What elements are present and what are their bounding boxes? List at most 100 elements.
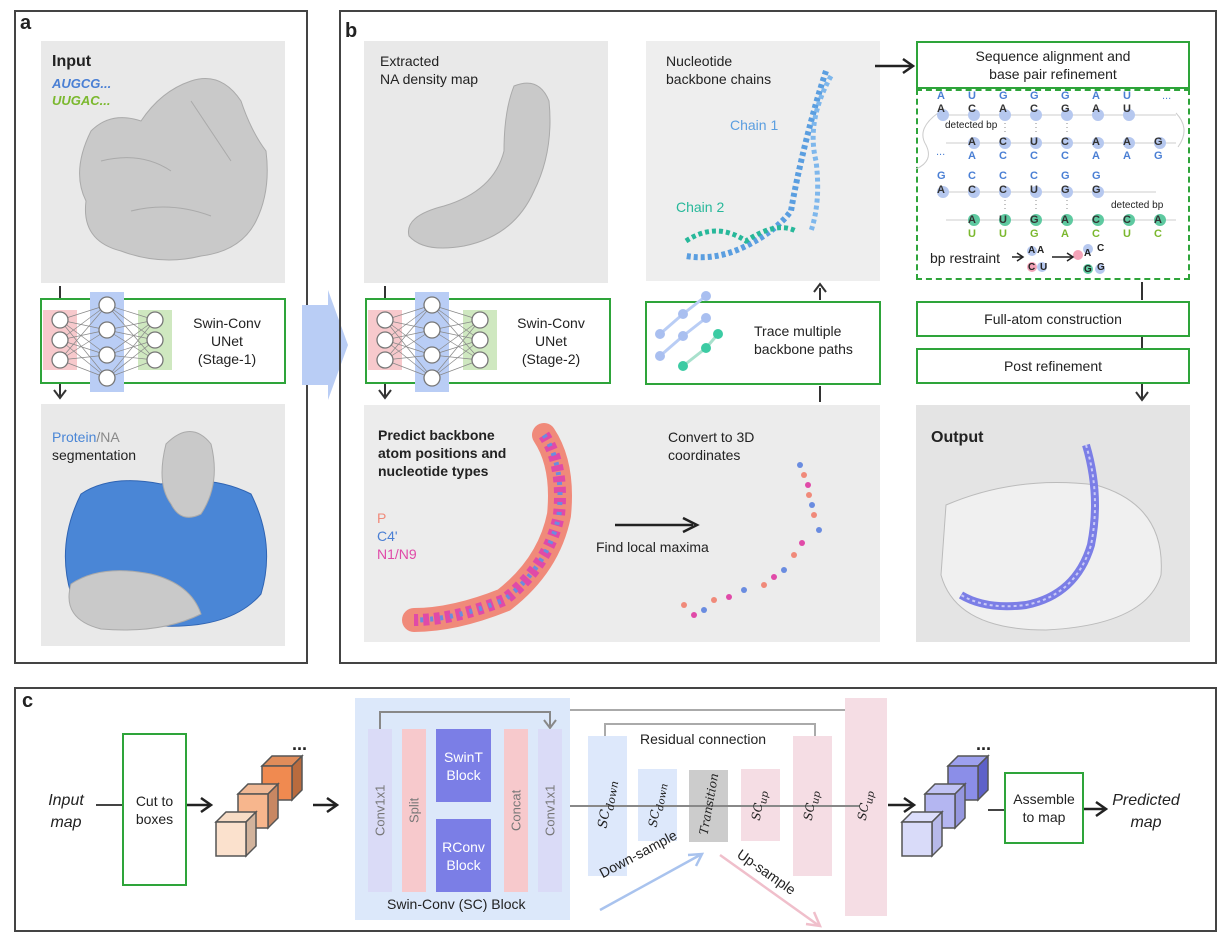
stage2-network-diagram — [368, 292, 497, 392]
stage2-label-line3: (Stage-2) — [521, 351, 581, 367]
stage1-label-line2: UNet — [211, 333, 243, 349]
find-local-arrow — [615, 516, 700, 534]
bp-row1-top-letter: G — [999, 90, 1008, 102]
bp-restraint-letter: C — [1097, 243, 1105, 254]
panel-a-label: a — [20, 12, 32, 34]
cubes-ellipsis-left: ... — [292, 734, 308, 754]
conv1x1-left-label: Conv1x1 — [372, 784, 388, 837]
chain2-label: Chain 2 — [676, 199, 725, 215]
bp-row1-bot-letter: G — [1061, 103, 1070, 115]
sc-down-2-base: SC — [645, 808, 663, 829]
convert-caption: Convert to 3D coordinates — [668, 428, 754, 464]
seq-align-line2: base pair refinement — [989, 66, 1117, 82]
trace-caption: Trace multiple backbone paths — [754, 322, 853, 358]
trace-backbone-diagram — [655, 291, 723, 371]
bp-restraint-letter: U — [1040, 262, 1048, 273]
bp-row2-top-letter: A — [968, 136, 976, 148]
bp-row1-top-letter: U — [1123, 90, 1131, 102]
predict-line2: atom positions and — [378, 445, 507, 461]
bp-row4-top-letter: A — [968, 214, 976, 226]
extracted-caption: Extracted NA density map — [380, 52, 478, 88]
panel-a-to-b-arrow — [302, 290, 348, 400]
bp-row3-top-letter: G — [937, 170, 946, 182]
stage1-label-line3: (Stage-1) — [197, 351, 257, 367]
input-sequence-1: AUGCG... — [52, 76, 112, 91]
bp-row1-top-letter: A — [1092, 90, 1100, 102]
bp-restraint-letter: G — [1084, 264, 1092, 275]
bp-row1-bot-letter: C — [968, 103, 976, 115]
conv1x1-right: Conv1x1 — [538, 729, 562, 892]
trace-line1: Trace multiple — [754, 323, 842, 339]
input-density-map — [41, 41, 285, 283]
base-pair-diagram — [915, 109, 1185, 274]
predict-caption: Predict backbone atom positions and nucl… — [378, 426, 506, 480]
post-refine-label: Post refinement — [1003, 358, 1103, 374]
post-refine-box: Post refinement — [916, 348, 1190, 384]
bp-row4-bot-letter: U — [1123, 228, 1131, 240]
predicted-atoms-shape — [402, 423, 822, 632]
bp-row2-bot-letter: A — [1123, 150, 1131, 162]
predicted-atoms-panel — [364, 405, 880, 642]
stage2-label-line2: UNet — [535, 333, 567, 349]
cut-to-cubes-arrow — [187, 796, 214, 814]
bp-row1-top-letter: U — [968, 90, 976, 102]
input-to-cut-line — [96, 804, 124, 806]
bp-row3-top-letter: C — [999, 170, 1007, 182]
assemble-line1: Assemble — [1013, 791, 1075, 807]
bp-row3-bot-letter: C — [999, 184, 1007, 196]
cubes-ellipsis-right: ... — [976, 734, 992, 754]
bp-row2-top-letter: A — [1123, 136, 1131, 148]
cut-line2: boxes — [135, 810, 174, 827]
seg-word-text: segmentation — [52, 447, 137, 463]
bp-restraint-letter: G — [1097, 262, 1105, 273]
panel-c-label: c — [22, 690, 34, 712]
bp-row2-bot-letter: C — [1030, 150, 1038, 162]
sc-up-2-base: SC — [800, 801, 818, 822]
bp-row2-bot-letter: G — [1154, 150, 1163, 162]
bp-row3-top-letter: G — [1092, 170, 1101, 182]
bp-restraint-letter: A — [1084, 248, 1092, 259]
full-atom-box: Full-atom construction — [916, 301, 1190, 337]
bp-row3-top-letter: C — [968, 170, 976, 182]
extracted-density-shape — [407, 82, 551, 249]
purple-cubes — [900, 754, 990, 858]
swint-line2: Block — [446, 766, 481, 783]
legend-n1n9: N1/N9 — [377, 546, 417, 562]
panel-c — [14, 687, 1217, 932]
detected-bp-bottom: detected bp — [1111, 200, 1164, 211]
bp-row2-bot-letter: A — [1092, 150, 1100, 162]
assemble-to-map: Assemble to map — [1004, 772, 1084, 844]
split-layer: Split — [402, 729, 426, 892]
sample-arrows — [599, 852, 823, 928]
bp-row2-top-letter: U — [1030, 136, 1038, 148]
cubes-to-assemble-line — [988, 809, 1006, 811]
bp-row4-bot-letter: C — [1154, 228, 1162, 240]
bp-row4-bot-letter: C — [1092, 228, 1100, 240]
legend-c4: C4' — [377, 528, 398, 544]
bp-row4-top-letter: C — [1092, 214, 1100, 226]
conv1x1-left: Conv1x1 — [368, 729, 392, 892]
to-alignment-arrow — [875, 57, 916, 75]
orange-cubes — [214, 754, 304, 858]
bp-row4-bot-letter: A — [1061, 228, 1069, 240]
backbone-chains-image — [646, 41, 880, 281]
trace-arrows — [813, 282, 827, 402]
bp-row3-bot-letter: A — [937, 184, 945, 196]
unet-midline — [570, 805, 860, 807]
predict-line1: Predict backbone — [378, 427, 495, 443]
detected-bp-top: detected bp — [945, 120, 998, 131]
bp-row2-top-letter: A — [1092, 136, 1100, 148]
bp-row1-top-letter: A — [937, 90, 945, 102]
extracted-density-map — [364, 41, 608, 283]
sc-block-skip-arrow — [379, 711, 557, 730]
stage1-network-diagram — [43, 292, 172, 392]
bp-row1-top-letter: G — [1030, 90, 1039, 102]
bp-row4-top-letter: U — [999, 214, 1007, 226]
assemble-line2: to map — [1022, 809, 1066, 825]
input-title: Input — [52, 53, 92, 70]
output-title: Output — [931, 429, 984, 446]
bp-row3-bot-letter: G — [1061, 184, 1070, 196]
output-model-shape — [940, 443, 1162, 631]
extracted-line1: Extracted — [380, 53, 440, 69]
